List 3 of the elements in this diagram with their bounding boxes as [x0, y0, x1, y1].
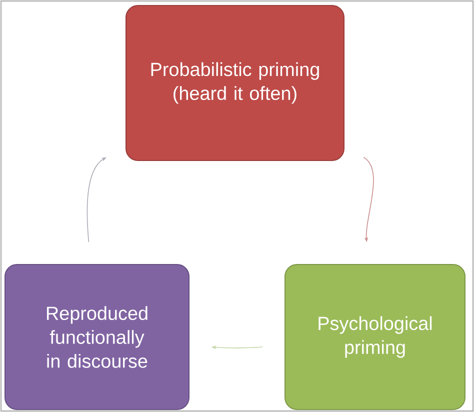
- process-box: Reproduced functionally in discourse: [4, 264, 190, 410]
- process-box: Psychological priming: [284, 264, 466, 410]
- process-box: Probabilistic priming (heard it often): [126, 5, 344, 161]
